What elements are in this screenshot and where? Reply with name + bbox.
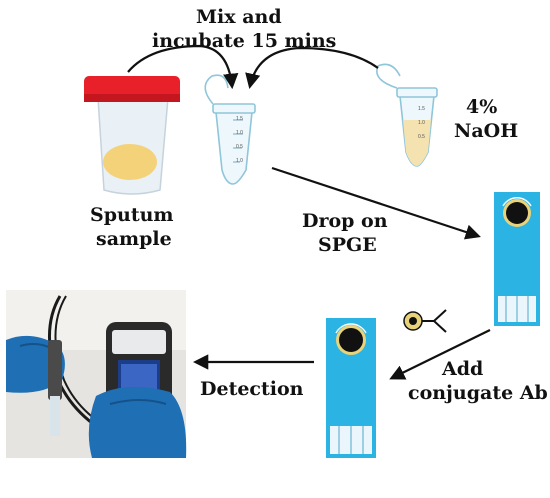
microtube-icon — [204, 74, 256, 185]
tube-scale-5: 1.0 — [418, 120, 425, 126]
mix-arrow-right — [245, 46, 379, 90]
naoh-label: NaOH — [454, 120, 519, 142]
naoh-percent-label: 4% — [466, 96, 498, 118]
detection-photo — [6, 290, 187, 458]
detection-label: Detection — [200, 378, 304, 400]
tube-scale-6: 0.5 — [418, 134, 425, 140]
tube-scale-3: 0.5 — [236, 144, 243, 150]
drop-on-label: Drop on — [302, 210, 388, 232]
sample-label: sample — [96, 228, 172, 250]
drop-arrow — [271, 166, 481, 240]
spge-electrode-bottom — [326, 318, 376, 458]
spge-label: SPGE — [318, 234, 377, 256]
sputum-cup-icon — [84, 76, 180, 195]
add-ab-arrow — [389, 329, 491, 380]
conjugate-label: conjugate Ab — [408, 382, 548, 404]
tube-scale-1: 1.5 — [236, 116, 243, 122]
mix-label: Mix and — [196, 6, 282, 28]
sputum-label: Sputum — [90, 204, 174, 226]
add-label: Add — [442, 358, 484, 380]
tube-scale-2: 1.0 — [236, 130, 243, 136]
incubate-label: incubate 15 mins — [152, 30, 337, 52]
mix-arrow-left — [127, 44, 239, 90]
antibody-icon — [403, 309, 447, 333]
spge-electrode-top — [494, 192, 540, 326]
naoh-tube-icon — [376, 63, 438, 167]
tube-scale-4: 1.5 — [418, 106, 425, 112]
tube-scale-7: 1.0 — [236, 158, 243, 164]
